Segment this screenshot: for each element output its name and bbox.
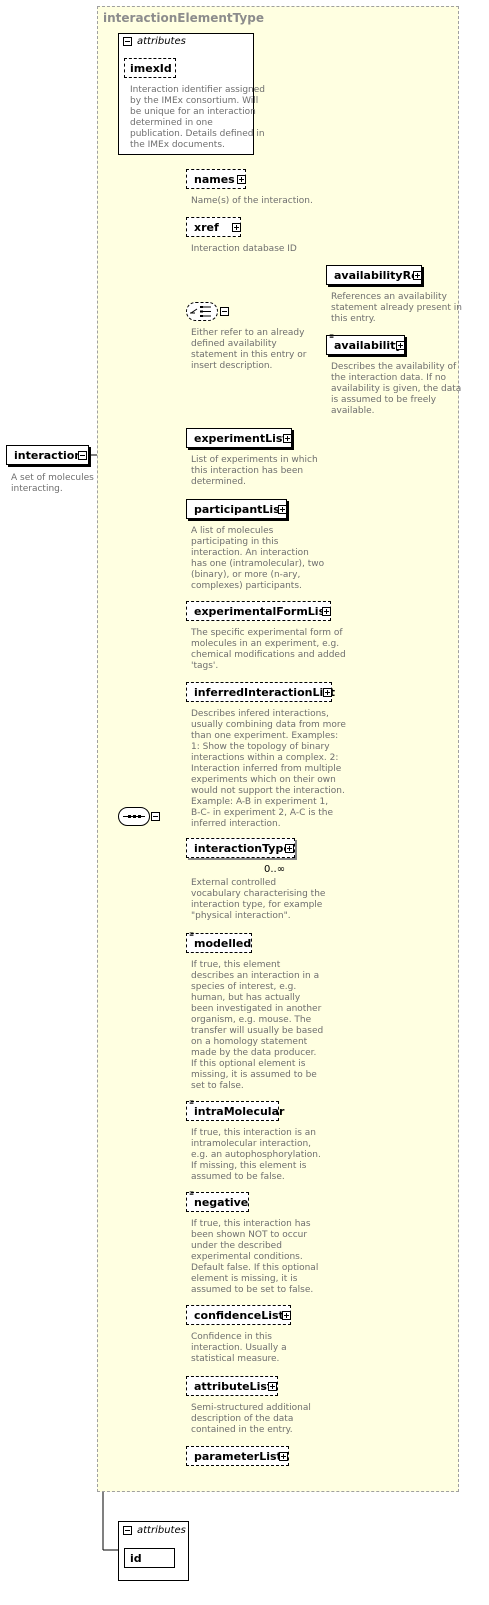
element-label: modelled <box>194 936 252 950</box>
expand-icon[interactable] <box>323 688 332 697</box>
element-label: xref <box>194 220 219 234</box>
complex-type-title: interactionElementType <box>103 11 264 25</box>
attribute-imexId[interactable]: imexId <box>124 58 176 78</box>
sequence-compositor-icon[interactable] <box>118 807 150 826</box>
outer-attributes-header: attributes <box>137 1525 186 1536</box>
expand-icon[interactable] <box>232 223 241 232</box>
expand-icon[interactable] <box>396 341 405 350</box>
element-description: The specific experimental form of molecu… <box>191 628 346 671</box>
element-description: References an availability statement alr… <box>331 292 462 324</box>
element-label: experimentalFormList <box>194 604 331 618</box>
element-label: experimentList <box>194 431 288 445</box>
attribute-id[interactable]: id <box>124 1548 175 1568</box>
inner-attributes-box <box>118 33 254 155</box>
element-description: Semi-structured additional description o… <box>191 1403 311 1435</box>
collapse-icon[interactable] <box>123 37 132 46</box>
element-experimentList[interactable]: experimentList <box>186 428 292 448</box>
element-label: inferredInteractionList <box>194 685 336 699</box>
element-description: If true, this interaction is an intramol… <box>191 1128 321 1182</box>
expand-icon[interactable] <box>322 607 331 616</box>
element-description: Describes infered interactions, usually … <box>191 709 346 829</box>
element-description: Name(s) of the interaction. <box>191 196 313 206</box>
element-description: Interaction database ID <box>191 244 297 254</box>
element-description: Describes the availability of the intera… <box>331 362 462 416</box>
element-xref[interactable]: xref <box>186 217 241 237</box>
element-description: A list of molecules participating in thi… <box>191 526 325 591</box>
collapse-icon[interactable] <box>151 812 160 821</box>
collapse-icon[interactable] <box>220 307 229 316</box>
element-label: availabilityRef <box>334 268 424 282</box>
expand-icon[interactable] <box>283 434 292 443</box>
element-modelled[interactable]: ≡ modelled <box>186 931 252 953</box>
element-description: List of experiments in which this intera… <box>191 455 318 487</box>
expand-icon[interactable] <box>279 1452 288 1461</box>
element-label: negative <box>194 1195 249 1209</box>
text-content-icon: ≡ <box>329 333 334 340</box>
expand-icon[interactable] <box>237 175 246 184</box>
text-content-icon: ≡ <box>189 1190 194 1197</box>
element-description: If true, this element describes an inter… <box>191 960 324 1091</box>
element-description: If true, this interaction has been shown… <box>191 1219 319 1295</box>
root-element-interaction[interactable]: interaction <box>6 445 89 465</box>
expand-icon[interactable] <box>268 1382 277 1391</box>
element-inferredInteractionList[interactable]: inferredInteractionList <box>186 682 336 702</box>
attribute-label: id <box>130 1551 142 1565</box>
expand-icon[interactable] <box>282 1311 291 1320</box>
inner-attributes-header: attributes <box>137 36 186 47</box>
element-label: confidenceList <box>194 1308 284 1322</box>
element-label: parameterList <box>194 1449 282 1463</box>
element-intraMolecular[interactable]: ≡ intraMolecular <box>186 1099 284 1121</box>
element-experimentalFormList[interactable]: experimentalFormList <box>186 601 331 621</box>
element-description: Confidence in this interaction. Usually … <box>191 1332 287 1364</box>
element-label: participantList <box>194 502 286 516</box>
sequence-dots-icon <box>123 815 145 818</box>
attribute-description: Interaction identifier assigned by the I… <box>130 85 265 150</box>
root-description: A set of molecules interacting. <box>11 473 94 494</box>
element-interactionType[interactable]: interactionType <box>186 838 295 858</box>
choice-description: Either refer to an already defined avail… <box>191 328 307 371</box>
element-attributeList[interactable]: attributeList <box>186 1376 278 1396</box>
collapse-icon[interactable] <box>78 451 87 460</box>
element-confidenceList[interactable]: confidenceList <box>186 1305 291 1325</box>
complex-type-frame <box>97 6 459 1492</box>
collapse-icon[interactable] <box>123 1526 132 1535</box>
attribute-label: imexId <box>130 61 172 75</box>
element-label: names <box>194 172 235 186</box>
occurrence-label: 0..∞ <box>264 864 286 875</box>
root-element-label: interaction <box>14 448 83 462</box>
element-names[interactable]: names <box>186 169 246 189</box>
element-label: interactionType <box>194 841 291 855</box>
element-label: availability <box>334 338 403 352</box>
element-description: External controlled vocabulary character… <box>191 878 326 921</box>
expand-icon[interactable] <box>278 505 287 514</box>
element-label: attributeList <box>194 1379 273 1393</box>
element-parameterList[interactable]: parameterList <box>186 1446 289 1466</box>
element-label: intraMolecular <box>194 1104 285 1118</box>
element-availability[interactable]: ≡ availability <box>326 333 405 355</box>
choice-switch-icon <box>190 306 211 317</box>
element-availabilityRef[interactable]: availabilityRef <box>326 265 424 285</box>
expand-icon[interactable] <box>285 844 294 853</box>
element-negative[interactable]: ≡ negative <box>186 1190 249 1212</box>
text-content-icon: ≡ <box>189 931 194 938</box>
expand-icon[interactable] <box>413 271 422 280</box>
element-participantList[interactable]: participantList <box>186 499 287 519</box>
choice-compositor-icon[interactable] <box>186 302 218 321</box>
text-content-icon: ≡ <box>189 1099 194 1106</box>
